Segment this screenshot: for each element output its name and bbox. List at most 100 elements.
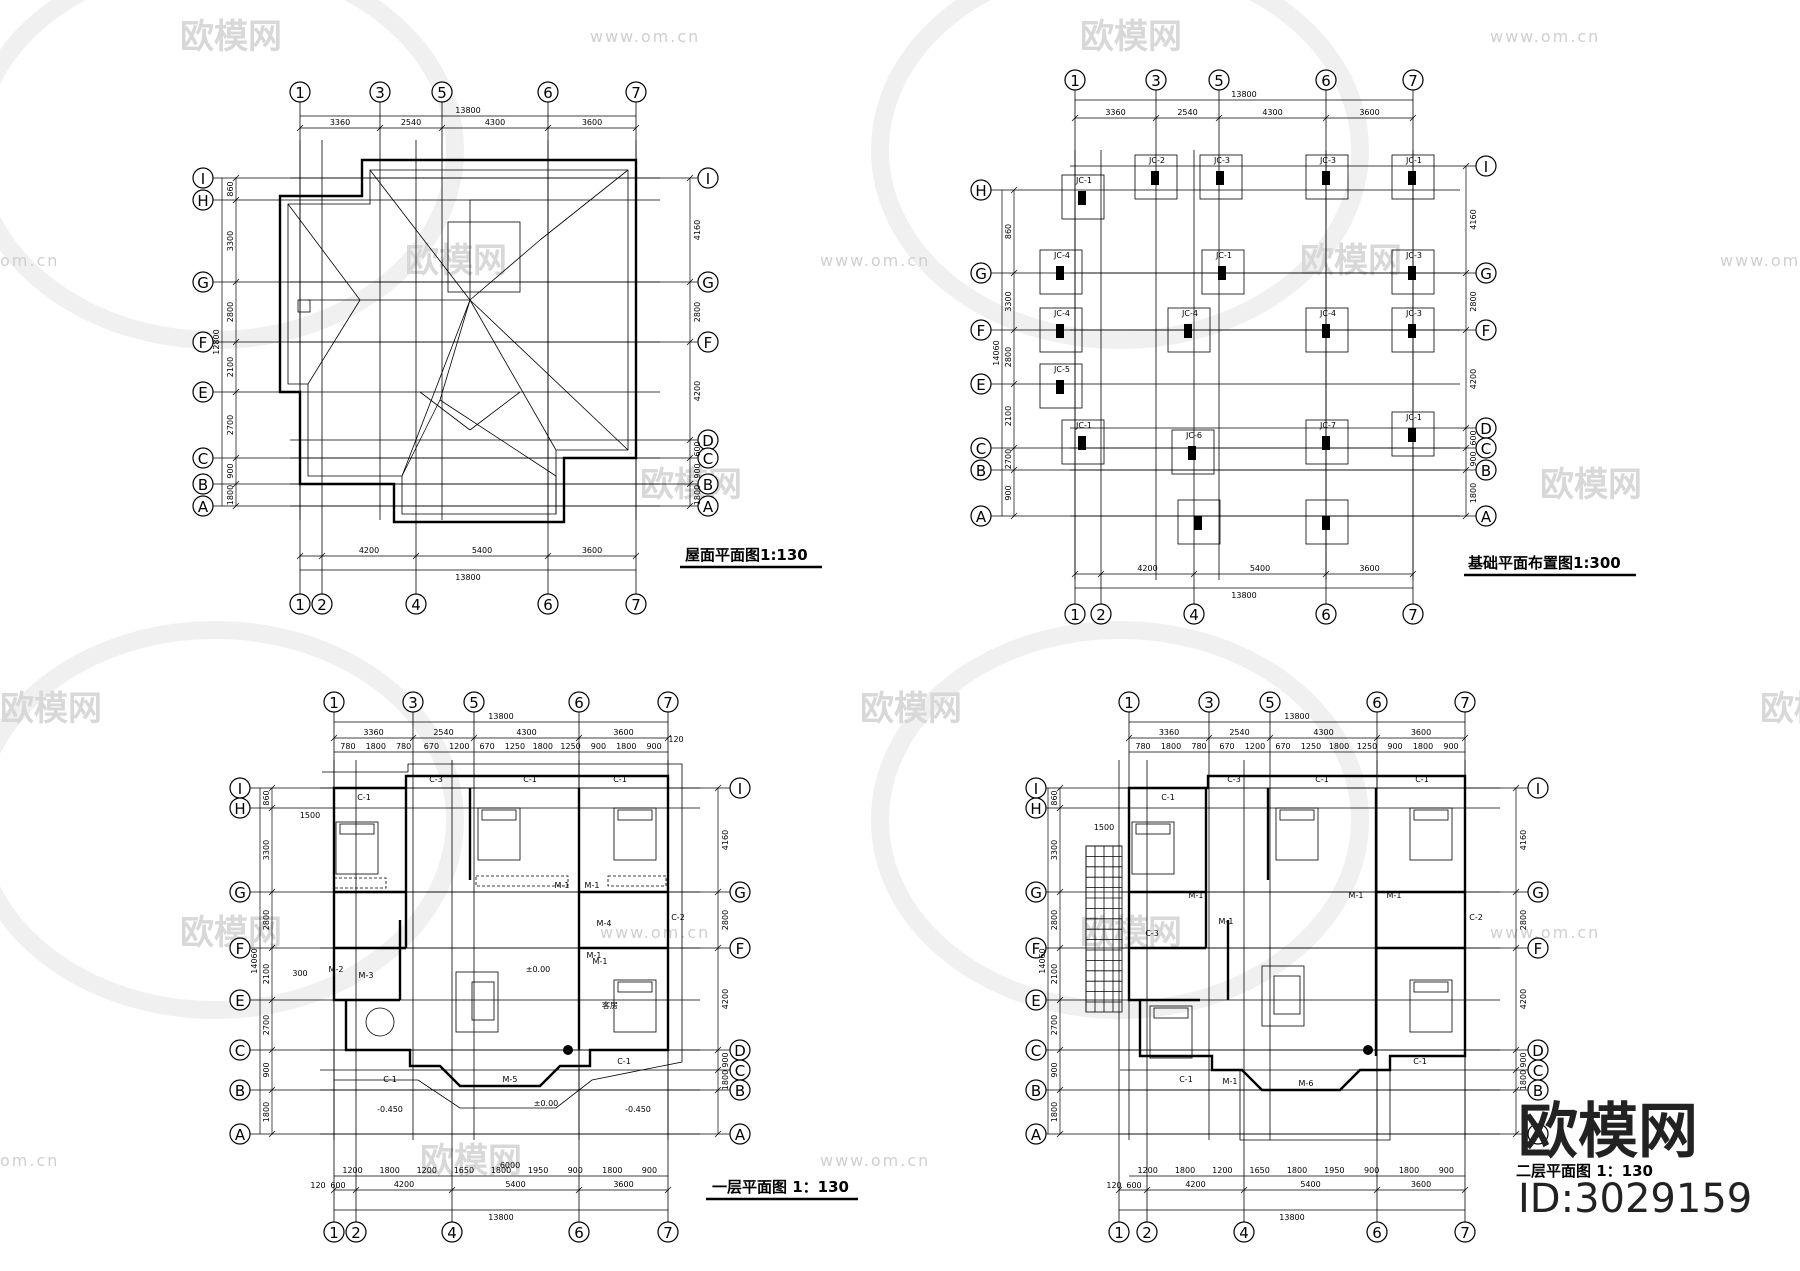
dimension-subtext: 1800	[1161, 742, 1181, 751]
watermark-url: www.om.cn	[1720, 251, 1800, 270]
dimension-text: 3360	[1105, 108, 1125, 117]
axis-label: B	[235, 1082, 245, 1100]
axis-bubble-right	[697, 331, 719, 353]
dimension-subtext: 900	[642, 1166, 657, 1175]
axis-label: 1	[329, 1224, 339, 1242]
column-stub	[1151, 171, 1159, 185]
dining-table	[365, 1007, 395, 1037]
dimension-tick	[232, 388, 240, 396]
watermark-brand: 欧模网	[1080, 913, 1182, 953]
dimension-subtext: 1200	[1245, 742, 1265, 751]
axis-bubble-right	[1527, 881, 1549, 903]
footing-pad	[1171, 429, 1215, 475]
axis-label: 3	[408, 694, 418, 712]
column-stub	[1322, 171, 1330, 185]
axis-label: 2	[351, 1224, 361, 1242]
dimension-text: 4300	[516, 728, 536, 737]
axis-label: D	[702, 432, 714, 450]
dimension-tick	[1512, 1046, 1520, 1054]
level-mark: -0.450	[625, 1105, 651, 1114]
room-label: M-1	[587, 951, 602, 960]
pillow	[617, 981, 653, 993]
dimension-tick	[544, 124, 552, 132]
dimension-subtext: 1200	[449, 742, 469, 751]
dimension-text: 4200	[394, 1180, 414, 1189]
axis-label: H	[1030, 800, 1041, 818]
dimension-tick	[1056, 944, 1064, 952]
dimension-text: 3600	[1359, 108, 1379, 117]
footing-label: JC-4	[1181, 309, 1198, 318]
bed	[1149, 1005, 1193, 1059]
dimension-total: 14060	[1038, 948, 1047, 973]
axis-label: C	[1031, 1042, 1041, 1060]
footing-label: JC-1	[1405, 413, 1422, 422]
axis-label: E	[235, 992, 244, 1010]
axis-bubble-bottom	[1090, 603, 1112, 625]
dimension-subtext: 1200	[1212, 1166, 1232, 1175]
watermark-brand: 欧模网	[860, 689, 962, 729]
dimension-tick	[1010, 466, 1018, 474]
axis-bubble-top	[1402, 69, 1424, 91]
axis-bubble-left	[192, 473, 214, 495]
axis-label: 1	[1070, 606, 1080, 624]
room-label: C-1	[1413, 1057, 1427, 1066]
axis-bubble-bottom	[289, 593, 311, 615]
dimension-tick	[1462, 424, 1470, 432]
watermark-brand: 欧模网	[180, 17, 282, 57]
dimension-total: 13800	[455, 573, 480, 582]
axis-bubble-right	[1527, 937, 1549, 959]
dimension-text: 2540	[1177, 108, 1197, 117]
axis-bubble-right	[1475, 319, 1497, 341]
room-label: 客房	[602, 1000, 618, 1010]
dimension-text: 1800	[693, 485, 702, 505]
dimension-total: 13800	[1231, 591, 1256, 600]
axis-bubble-right	[1475, 262, 1497, 284]
axis-label: B	[976, 462, 986, 480]
footing-pad	[1201, 249, 1245, 295]
dimension-text: 3300	[262, 840, 271, 860]
axis-label: I	[738, 780, 742, 798]
room-label: C-1	[613, 775, 627, 784]
watermark-layer: 欧模网 www.om.cn 欧模网 www.om.cn om.cn 欧模网 ww…	[0, 0, 1800, 1181]
watermark-url: om.cn	[0, 1151, 59, 1170]
column-stub	[1056, 266, 1064, 280]
axis-label: F	[199, 334, 208, 352]
axis-bubble-left	[192, 495, 214, 517]
dimension-subtext: 1800	[491, 1166, 511, 1175]
axis-label: A	[703, 498, 714, 516]
dimension-tick	[268, 888, 276, 896]
dimension-text: 2540	[401, 118, 421, 127]
dimension-tick	[1462, 162, 1470, 170]
axis-bubble-bottom	[1233, 1221, 1255, 1243]
pillow	[617, 809, 653, 821]
first-floor-plan-title: 一层平面图 1：130	[712, 1178, 849, 1196]
dimension-subtext: 1800	[1399, 1166, 1419, 1175]
axis-label: C	[1533, 1062, 1543, 1080]
dimension-tick	[376, 124, 384, 132]
column-stub	[1218, 266, 1226, 280]
dimension-text: 120	[668, 735, 683, 744]
axis-bubble-top	[1145, 69, 1167, 91]
dimension-tick	[1322, 114, 1330, 122]
axis-label: A	[198, 498, 209, 516]
dimension-tick	[1097, 570, 1105, 578]
footing-pad	[1039, 363, 1083, 409]
dimension-text: 2700	[262, 1015, 271, 1035]
dimension-subtext: 900	[568, 1166, 583, 1175]
wardrobe	[333, 877, 387, 889]
dimension-text: 600	[1126, 1181, 1141, 1190]
axis-label: 5	[1265, 694, 1275, 712]
axis-label: 1	[1114, 1224, 1124, 1242]
dimension-text: 3600	[582, 546, 602, 555]
axis-label: 1	[329, 694, 339, 712]
axis-bubble-top	[1315, 69, 1337, 91]
axis-label: 6	[543, 84, 553, 102]
dimension-text: 3600	[1359, 564, 1379, 573]
dimension-text: 3360	[1159, 728, 1179, 737]
axis-bubble-right	[729, 777, 751, 799]
dimension-subtext: 780	[396, 742, 411, 751]
axis-bubble-right	[697, 167, 719, 189]
dimension-tick	[575, 734, 583, 742]
dimension-tick	[1143, 1186, 1151, 1194]
dimension-tick	[232, 502, 240, 510]
